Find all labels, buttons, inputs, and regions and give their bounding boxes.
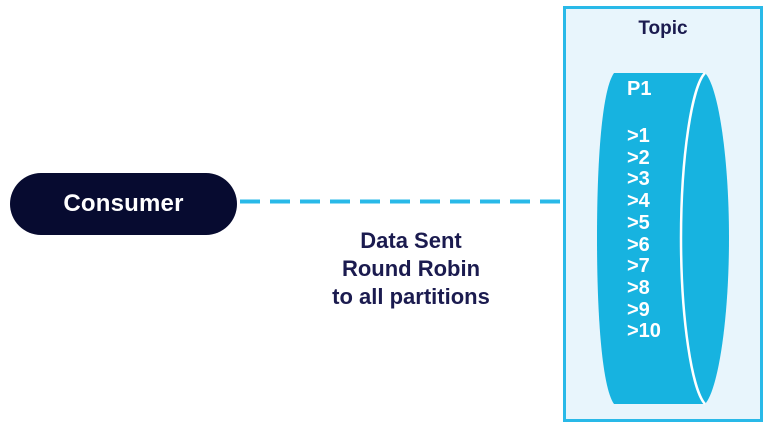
cylinder-seam	[679, 72, 706, 405]
offset-item: >9	[627, 298, 650, 321]
offset-item: >1	[627, 125, 650, 147]
offset-item: >8	[627, 276, 650, 299]
offset-item: >4	[627, 190, 650, 213]
consumer-node: Consumer	[10, 173, 237, 235]
offset-item: >10	[627, 320, 661, 343]
offset-item: >5	[627, 211, 650, 234]
offset-item: >6	[627, 233, 650, 256]
cylinder-body	[597, 73, 729, 404]
topic-box: Topic P1 >1 >2 >3 >4 >5 >6 >7 >8 >9 >10	[563, 6, 763, 422]
partition-cylinder	[597, 72, 729, 405]
caption-line: Data Sent	[360, 228, 462, 253]
connector-caption: Data Sent Round Robin to all partitions	[280, 227, 542, 311]
offset-item: >2	[627, 146, 650, 169]
caption-line: Round Robin	[341, 256, 481, 281]
partition-label: P1	[627, 78, 652, 100]
offset-item: >3	[627, 168, 650, 191]
topic-title: Topic	[638, 18, 688, 39]
dashed-connector-line	[240, 199, 564, 204]
consumer-label: Consumer	[63, 190, 184, 217]
caption-line: to all partitions	[332, 284, 490, 309]
offset-item: >7	[627, 255, 650, 278]
partition-offsets-list: >1 >2 >3 >4 >5 >6 >7 >8 >9 >10	[627, 125, 661, 343]
